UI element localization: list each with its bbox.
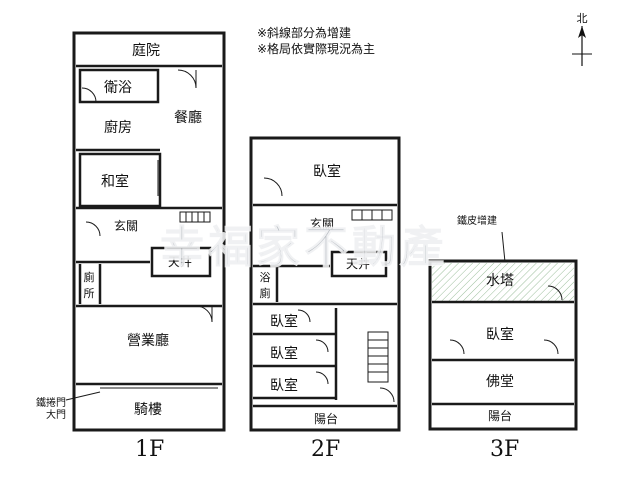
room-buddha-hall: 佛堂 bbox=[486, 374, 514, 390]
floor-1f-outline bbox=[72, 31, 226, 432]
room-foyer-2f: 玄關 bbox=[310, 216, 334, 231]
watermark-text: 幸福家不動產 bbox=[159, 221, 448, 274]
room-bathroom-1f: 衛浴 bbox=[104, 80, 132, 96]
legend-doors: 鐵捲門 大門 bbox=[20, 398, 66, 422]
room-bath-bottom-2f: 廁 bbox=[260, 286, 271, 300]
room-arcade: 騎樓 bbox=[134, 402, 162, 418]
walls-3f bbox=[432, 300, 574, 406]
doors-2f bbox=[263, 177, 395, 403]
room-business-hall: 營業廳 bbox=[127, 332, 169, 349]
room-water-tower: 水塔 bbox=[486, 273, 514, 289]
note-additions: ※斜線部分為增建 bbox=[257, 26, 352, 40]
walls-2f bbox=[253, 203, 397, 408]
room-skylight-1f: 天井 bbox=[168, 255, 192, 269]
room-bedroom-2f-top: 臥室 bbox=[313, 163, 341, 180]
legend-door-line-2: 大門 bbox=[46, 410, 66, 421]
room-balcony-2f: 陽台 bbox=[314, 411, 338, 426]
floor-label-3f: 3F bbox=[490, 437, 520, 462]
legend-tin-addition: 鐵皮增建 bbox=[449, 216, 505, 228]
room-dining: 餐廳 bbox=[174, 109, 202, 126]
room-toilet-top: 廁 bbox=[84, 270, 95, 284]
doors-3f bbox=[449, 285, 563, 355]
floor-label-1f: 1F bbox=[135, 437, 165, 462]
room-bedroom-2f-1: 臥室 bbox=[270, 313, 298, 330]
room-kitchen: 廚房 bbox=[104, 119, 132, 136]
compass: 北 bbox=[571, 10, 593, 66]
room-foyer-1f: 玄關 bbox=[114, 218, 138, 233]
room-tatami: 和室 bbox=[101, 173, 129, 190]
note-layout: ※格局依實際現況為主 bbox=[257, 42, 376, 56]
door-leader-line bbox=[65, 391, 101, 401]
room-balcony-3f: 陽台 bbox=[488, 408, 512, 423]
room-skylight-2f: 天井 bbox=[346, 257, 370, 271]
floor-3f-outline bbox=[428, 259, 578, 431]
floor-label-2f: 2F bbox=[311, 437, 341, 462]
legend-tin-line: 鐵皮增建 bbox=[457, 216, 497, 227]
floor-2f-outline bbox=[249, 136, 401, 432]
legend-door-line-1: 鐵捲門 bbox=[36, 398, 66, 409]
water-tower-hatch bbox=[432, 263, 574, 301]
room-bath-top-2f: 浴 bbox=[260, 271, 271, 284]
compass-label: 北 bbox=[576, 12, 588, 25]
room-toilet-bottom: 所 bbox=[84, 287, 95, 300]
doors-1f bbox=[81, 69, 213, 323]
room-courtyard: 庭院 bbox=[132, 42, 160, 59]
tin-leader-line bbox=[501, 231, 506, 263]
room-bedroom-2f-3: 臥室 bbox=[270, 377, 298, 394]
room-bedroom-3f: 臥室 bbox=[486, 326, 514, 343]
north-arrow-icon bbox=[572, 26, 592, 66]
room-bedroom-2f-2: 臥室 bbox=[270, 345, 298, 362]
